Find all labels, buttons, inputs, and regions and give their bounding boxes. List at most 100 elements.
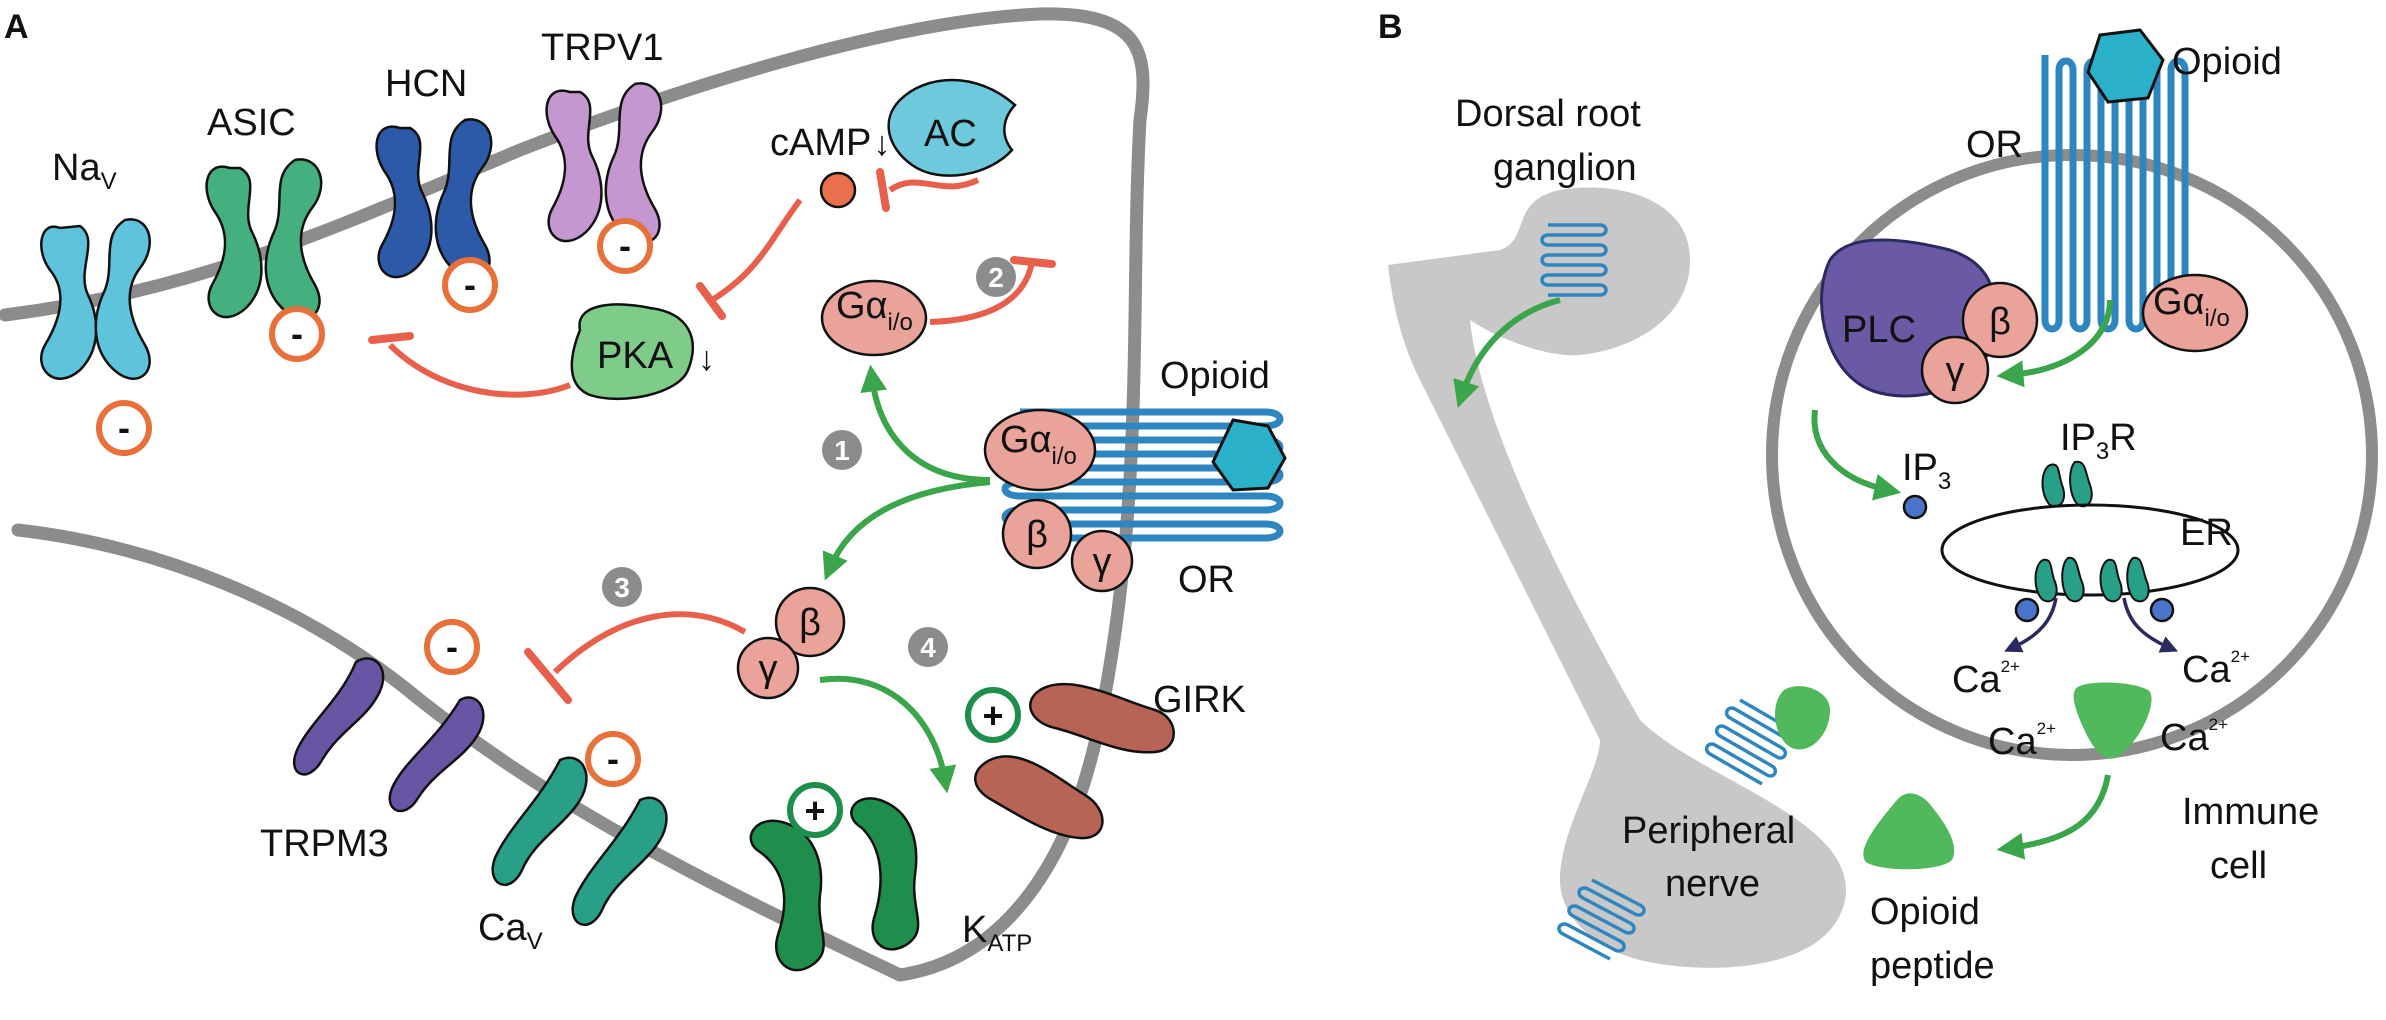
- nav-label: NaV: [52, 147, 117, 195]
- katp-activate-badge: +: [787, 782, 843, 838]
- step-4-label: 4: [920, 632, 936, 663]
- inhibit-gbg-cav: [552, 611, 747, 675]
- g-alpha-top: [820, 279, 928, 357]
- step-2-badge: [976, 257, 1016, 297]
- opioid-label-a: Opioid: [1160, 355, 1270, 397]
- panel-b-label: B: [1378, 8, 1403, 46]
- ip3-molecule: [1902, 494, 1928, 520]
- asic-channel: [205, 158, 323, 320]
- step-3-label: 3: [614, 572, 630, 603]
- cav-label: CaV: [478, 907, 543, 955]
- or-label-b: OR: [1966, 124, 2023, 166]
- g-alpha-receptor: [983, 408, 1097, 492]
- asic-label: ASIC: [207, 102, 296, 144]
- activate-to-gbetagamma: [822, 479, 991, 581]
- step-1-badge: [822, 430, 862, 470]
- activate-galpha-plc: [1996, 299, 2113, 388]
- ca-label-4: Ca2+: [2160, 715, 2228, 759]
- ca-label-3: Ca2+: [1988, 719, 2056, 763]
- camp-molecule: [819, 171, 857, 209]
- ca-release-left: [2004, 597, 2058, 653]
- pka-down-arrow: ↓: [698, 340, 715, 378]
- ac-label: AC: [924, 113, 977, 155]
- inhibit-gbg-cav-bar: [524, 648, 572, 704]
- peptide-label-line2: peptide: [1870, 945, 1995, 987]
- inhibit-ac-camp-bar: [876, 168, 890, 212]
- ip3r-er-left: [2034, 556, 2085, 603]
- ac-enzyme: [887, 78, 1017, 177]
- g-gamma-receptor-label: γ: [1093, 541, 1112, 583]
- g-beta-free: [774, 586, 846, 658]
- inhibit-galpha-ac-bar: [1010, 256, 1056, 268]
- opioid-ligand-b: [2086, 28, 2165, 104]
- svg-text:-: -: [464, 264, 476, 305]
- svg-text:-: -: [446, 626, 458, 667]
- immune-label-line1: Immune: [2182, 791, 2319, 833]
- peptide-release-arrow: [1996, 774, 2111, 860]
- trpv1-inhibit-badge: -: [597, 218, 653, 274]
- ca-label-2: Ca2+: [2182, 647, 2250, 691]
- trpm3-inhibit-badge: -: [424, 619, 480, 675]
- asic-inhibit-badge: -: [269, 306, 325, 362]
- svg-text:-: -: [619, 225, 631, 266]
- drg-label-line1: Dorsal root: [1455, 93, 1641, 135]
- g-gamma-receptor: [1070, 529, 1134, 593]
- svg-text:+: +: [982, 695, 1003, 736]
- g-gamma-free-label: γ: [759, 648, 778, 690]
- cav-inhibit-badge: -: [585, 731, 641, 787]
- svg-text:-: -: [607, 738, 619, 779]
- ip3r-er-right: [2099, 556, 2150, 603]
- activate-plc-ip3: [1811, 409, 1902, 501]
- inhibit-pka-channels: [387, 342, 572, 398]
- ca-release-right: [2122, 597, 2179, 653]
- nav-inhibit-badge: -: [96, 400, 152, 456]
- ip3r-free: [2041, 460, 2093, 508]
- g-gamma-b-label: γ: [1946, 350, 1965, 392]
- drg-label-line2: ganglion: [1493, 147, 1637, 189]
- ip3r-label: IP3R: [2060, 417, 2137, 465]
- g-gamma-b: [1920, 335, 1990, 405]
- katp-label: KATP: [962, 909, 1032, 957]
- svg-text:+: +: [804, 790, 825, 831]
- opioid-ligand-a: [1211, 418, 1287, 492]
- pka-label: PKA: [597, 335, 674, 377]
- nav-channel: [40, 218, 151, 380]
- opioid-label-b: Opioid: [2172, 41, 2282, 83]
- opioid-peptide-released: [1863, 793, 1955, 870]
- opioid-peptide-vesicle: [2073, 682, 2152, 759]
- inhibit-camp-pka-bar: [696, 282, 726, 320]
- plc-label: PLC: [1842, 309, 1916, 351]
- girk-label: GIRK: [1153, 679, 1246, 721]
- peripheral-receptor-lower: [1557, 878, 1646, 961]
- ip3-label: IP3: [1902, 447, 1951, 495]
- sensory-neuron: [1388, 187, 1846, 968]
- or-label-a: OR: [1178, 559, 1235, 601]
- trpm3-channel: [292, 657, 485, 813]
- hcn-channel: [375, 118, 493, 280]
- activate-gbg-k: [819, 675, 957, 794]
- pka-enzyme: [570, 303, 694, 401]
- camp-label: cAMP↓: [770, 122, 890, 164]
- trpv1-label: TRPV1: [541, 27, 663, 69]
- cav-channel: [491, 756, 668, 927]
- inhibit-galpha-ac: [929, 261, 1035, 325]
- ip3-bound-left: [2014, 597, 2040, 623]
- step-3-badge: [602, 567, 642, 607]
- peripheral-label-line2: nerve: [1665, 863, 1760, 905]
- membrane-a-lower: [11, 523, 907, 982]
- peripheral-label-line1: Peripheral: [1622, 810, 1795, 852]
- hcn-label: HCN: [385, 63, 467, 105]
- g-alpha-receptor-label: Gαi/o: [1000, 419, 1077, 470]
- svg-text:-: -: [118, 407, 130, 448]
- step-2-label: 2: [988, 262, 1004, 293]
- g-alpha-b: [2141, 273, 2249, 353]
- g-alpha-top-label: Gαi/o: [836, 285, 913, 336]
- er-membrane: [1940, 503, 2240, 597]
- step-4-badge: [908, 627, 948, 667]
- immune-label-line2: cell: [2210, 845, 2267, 887]
- hcn-inhibit-badge: -: [442, 257, 498, 313]
- g-beta-free-label: β: [799, 602, 821, 644]
- g-gamma-free: [736, 636, 800, 700]
- ip3-bound-right: [2149, 597, 2175, 623]
